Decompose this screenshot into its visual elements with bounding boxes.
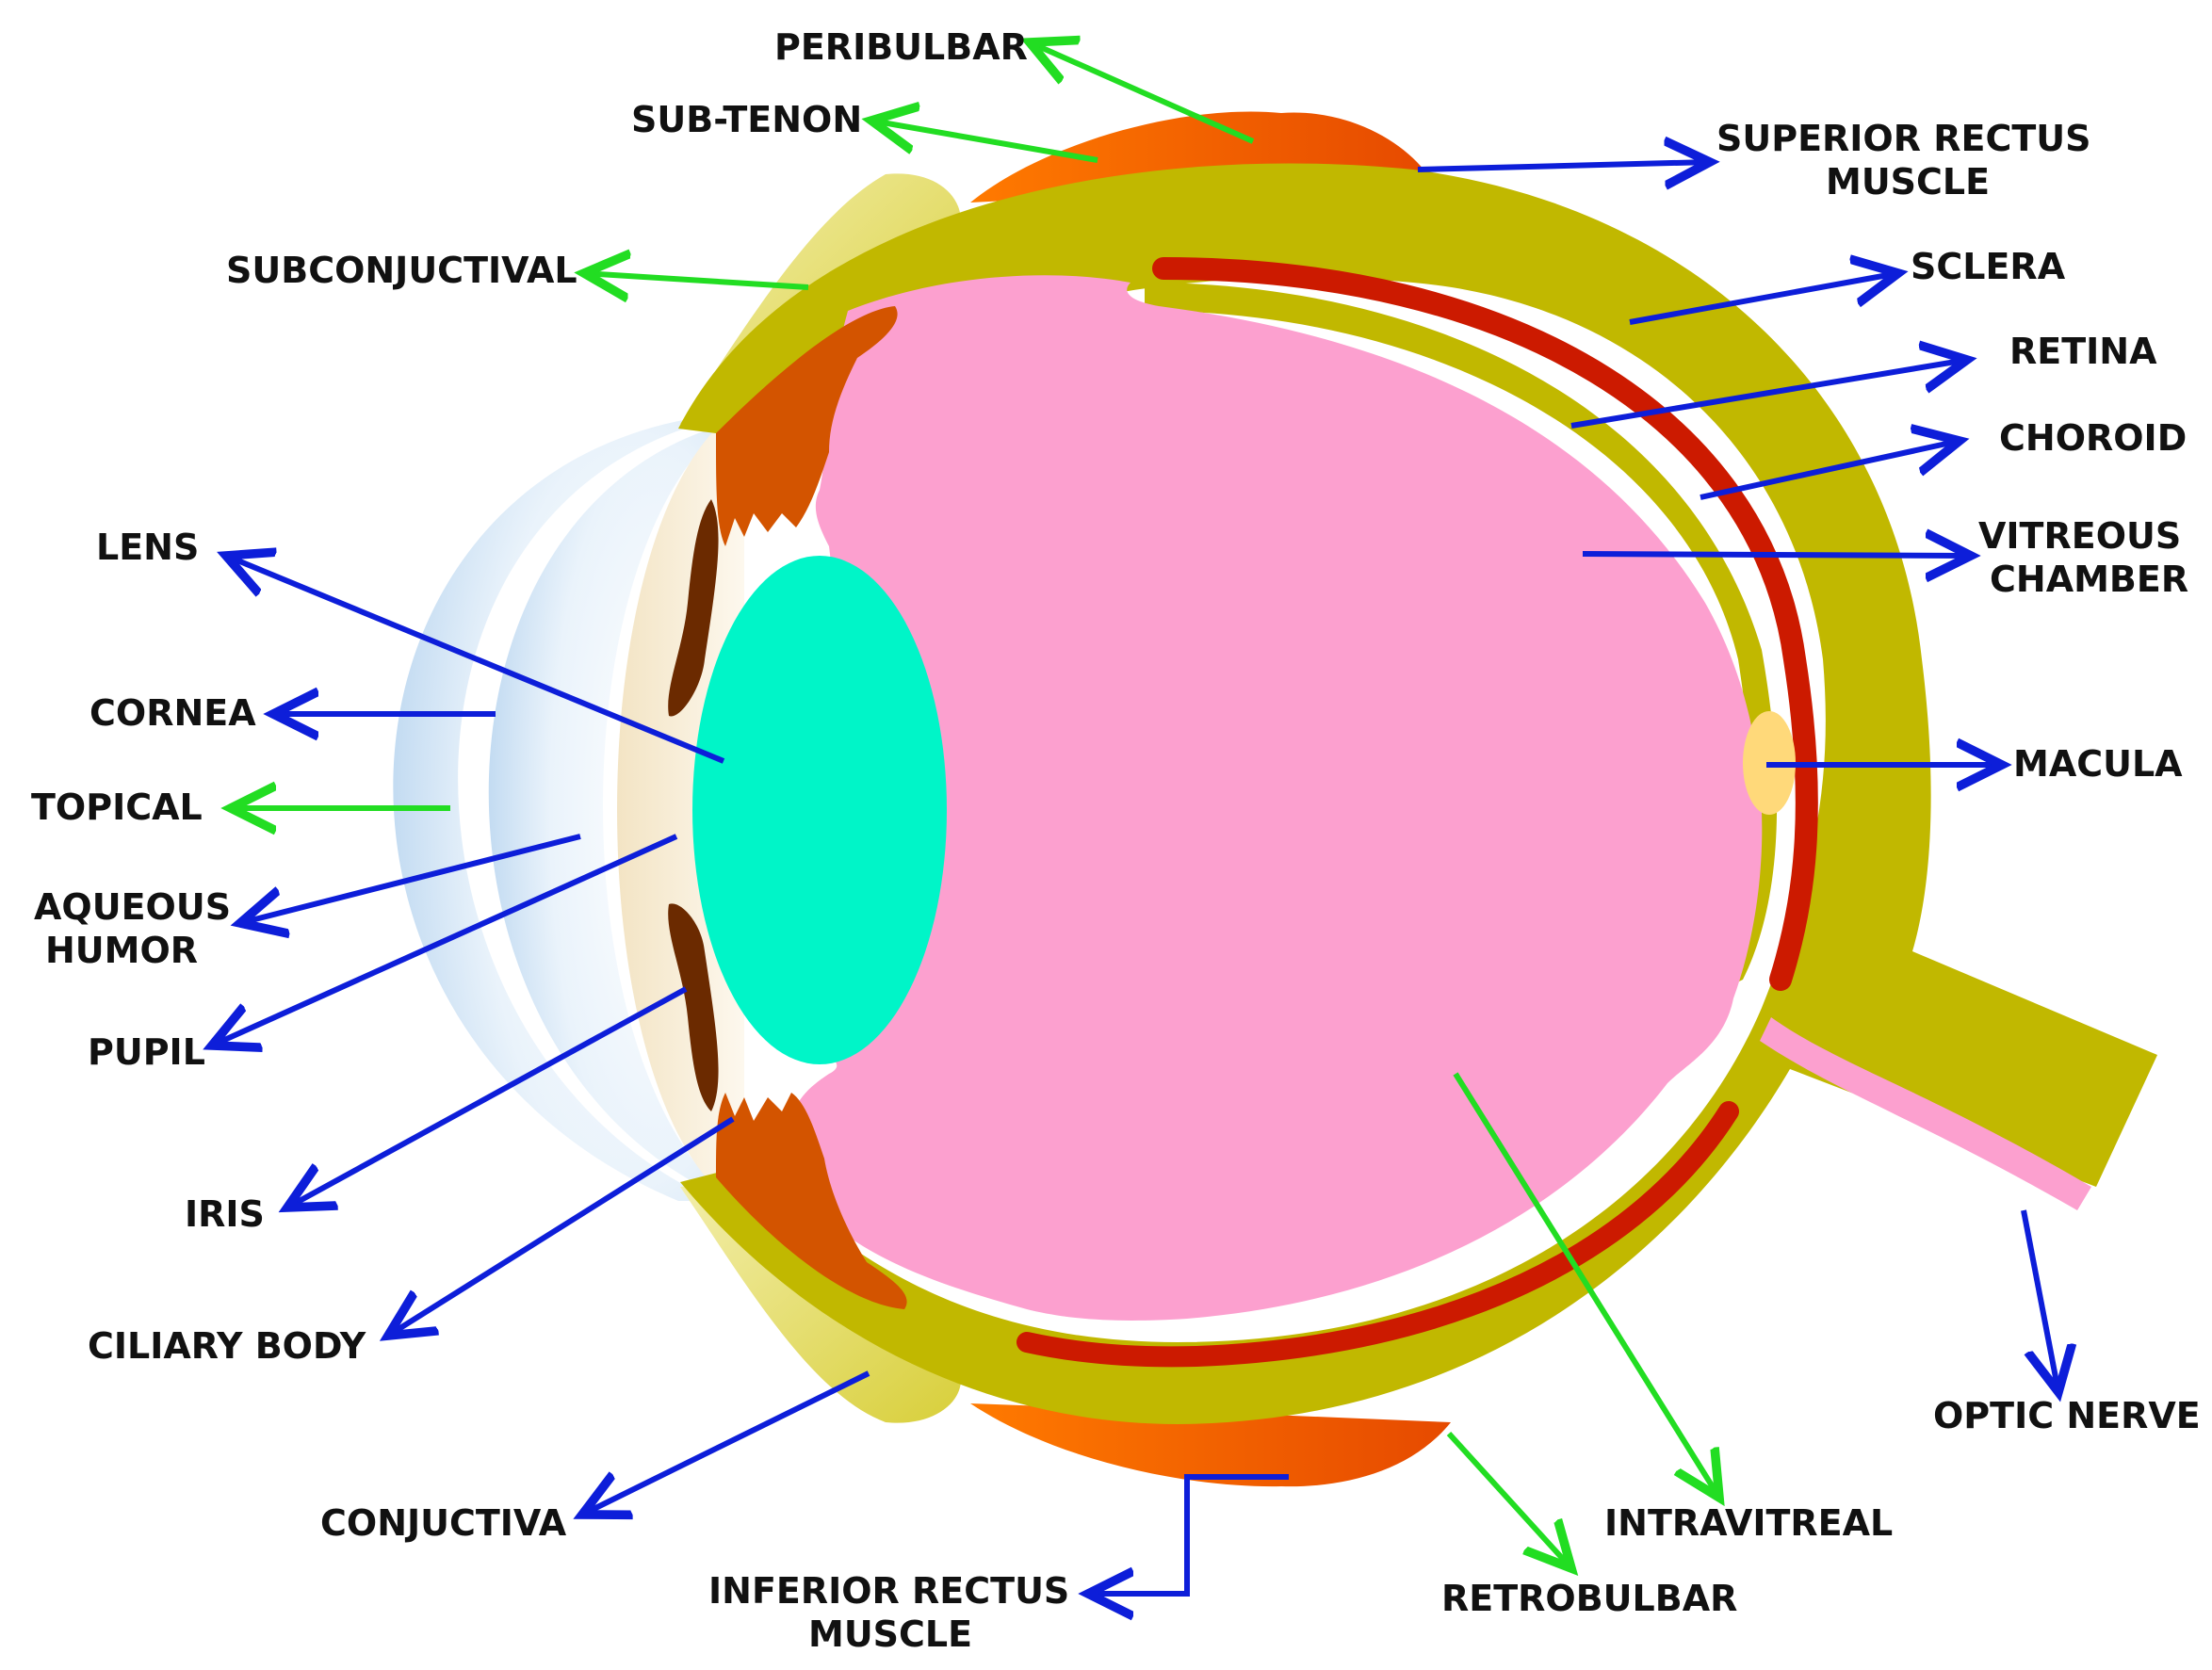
arrow-inferior-rectus	[1088, 1474, 1289, 1594]
label-topical: TOPICAL	[31, 786, 203, 828]
label-macula: MACULA	[2013, 743, 2183, 785]
label-intravitreal: INTRAVITREAL	[1604, 1502, 1893, 1544]
arrow-iris	[287, 986, 688, 1208]
retina-layer	[1145, 283, 1778, 989]
arrow-retrobulbar	[1446, 1431, 1571, 1568]
label-sclera: SCLERA	[1911, 246, 2066, 287]
label-cornea: CORNEA	[89, 692, 256, 734]
arrow-ciliary-body	[388, 1116, 735, 1336]
aqueous-humor-shape	[617, 429, 744, 1189]
label-optic-nerve: OPTIC NERVE	[1933, 1395, 2201, 1436]
labels: PERIBULBAR SUB-TENON SUBCONJUCTIVAL SUPE…	[31, 26, 2201, 1655]
arrow-vitreous	[1582, 554, 1971, 556]
label-retrobulbar: RETROBULBAR	[1441, 1578, 1737, 1619]
arrow-choroid	[1700, 441, 1960, 500]
arrow-peribulbar	[1030, 42, 1255, 144]
label-subconjuctival: SUBCONJUCTIVAL	[226, 250, 577, 291]
lens-shape	[692, 556, 947, 1064]
ciliary-body-top	[716, 306, 898, 546]
arrow-superior-rectus	[1417, 162, 1710, 170]
arrow-sub-tenon	[871, 121, 1098, 163]
label-vitreous-1: VITREOUS	[1978, 515, 2181, 557]
route-arrows	[231, 42, 1719, 1568]
label-aqueous-1: AQUEOUS	[34, 886, 231, 928]
label-iris: IRIS	[185, 1193, 265, 1235]
iris-bottom	[668, 903, 719, 1111]
arrow-conjuctiva	[582, 1370, 870, 1515]
label-ciliary-body: CILIARY BODY	[88, 1325, 366, 1367]
label-superior-rectus-1: SUPERIOR RECTUS	[1716, 118, 2090, 159]
arrow-intravitreal	[1453, 1072, 1719, 1498]
choroid-band-bottom	[1017, 1101, 1739, 1368]
cornea-shape	[393, 419, 716, 1201]
label-aqueous-2: HUMOR	[45, 930, 198, 971]
arrow-aqueous-humor	[240, 834, 581, 923]
label-conjuctiva: CONJUCTIVA	[320, 1502, 567, 1544]
label-pupil: PUPIL	[88, 1031, 205, 1073]
iris-top	[668, 499, 719, 717]
cornea-front	[488, 429, 716, 1192]
label-peribulbar: PERIBULBAR	[774, 26, 1028, 68]
arrow-retina	[1570, 360, 1967, 429]
label-sub-tenon: SUB-TENON	[631, 99, 862, 140]
arrow-pupil	[212, 834, 678, 1046]
arrow-lens	[226, 556, 725, 764]
arrow-subconjuctival	[584, 273, 809, 287]
label-lens: LENS	[96, 527, 199, 568]
arrow-sclera	[1629, 273, 1898, 325]
label-vitreous-2: CHAMBER	[1990, 559, 2188, 600]
inferior-rectus-shape	[970, 1403, 1451, 1487]
optic-nerve-stripe	[1760, 1017, 2091, 1210]
label-inferior-rectus-2: MUSCLE	[808, 1613, 972, 1655]
ciliary-body-bottom	[716, 1093, 907, 1309]
choroid-band	[1152, 257, 1818, 991]
arrow-optic-nerve	[2021, 1209, 2058, 1392]
eye-anatomy	[393, 111, 2157, 1487]
vitreous-chamber-shape	[789, 275, 1763, 1321]
label-choroid: CHOROID	[1999, 417, 2187, 459]
label-inferior-rectus-1: INFERIOR RECTUS	[708, 1570, 1069, 1612]
label-superior-rectus-2: MUSCLE	[1826, 161, 1990, 203]
anatomy-arrows	[212, 162, 2058, 1594]
label-retina: RETINA	[2009, 331, 2157, 372]
